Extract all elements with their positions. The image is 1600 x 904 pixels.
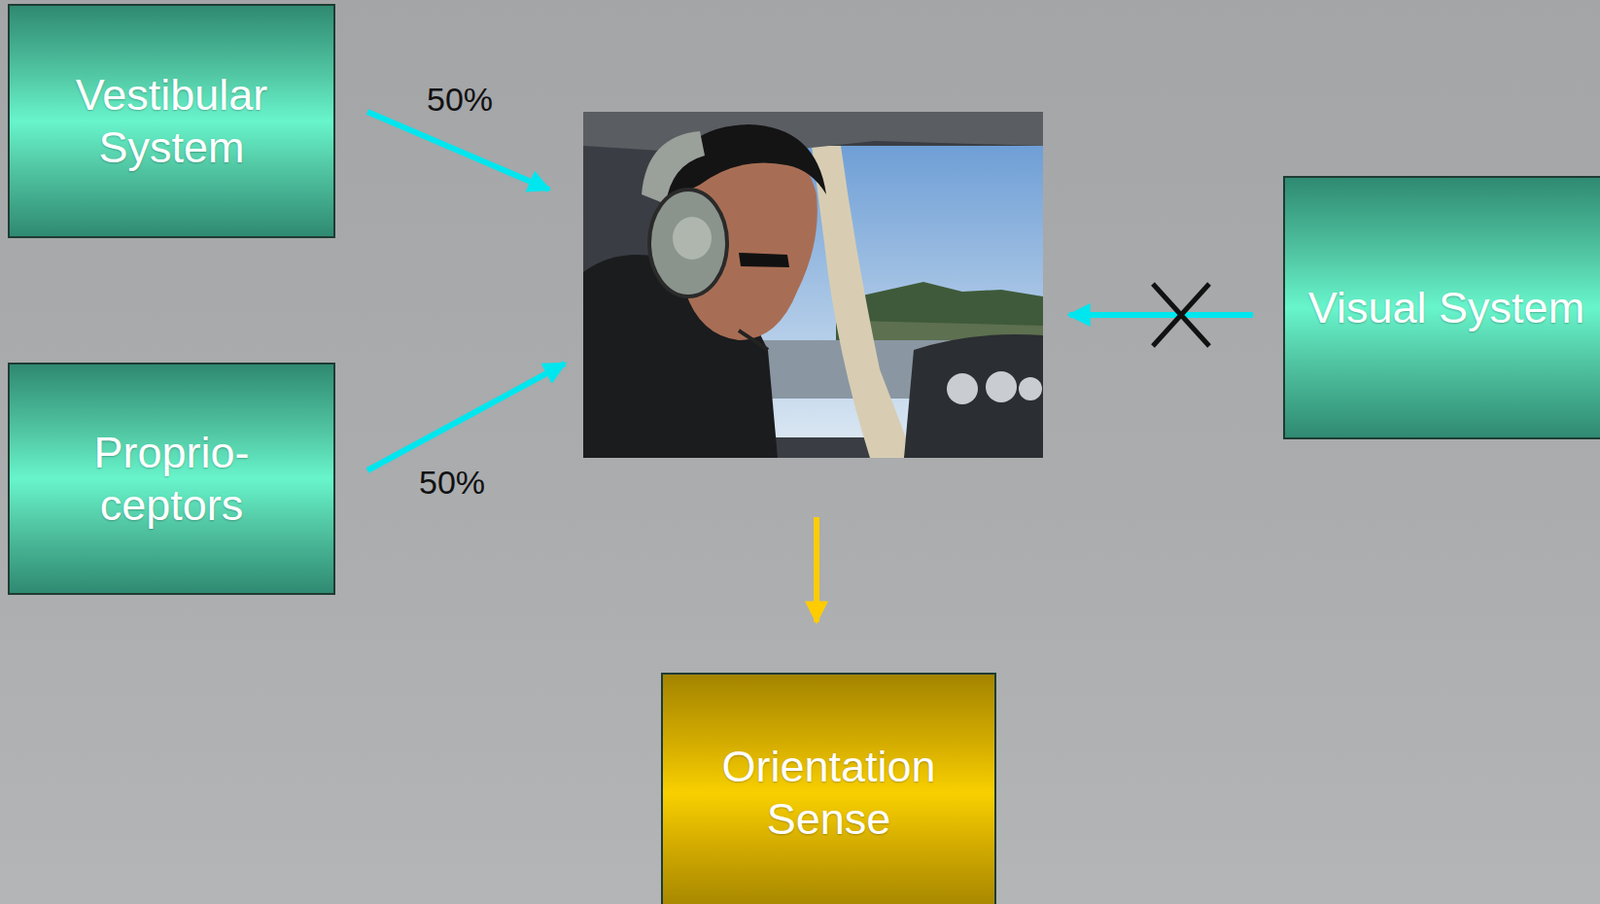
percent-label: 50% (426, 81, 493, 118)
input-arrow (1069, 312, 1253, 318)
pilot-photo (583, 111, 1044, 458)
percent-label: 50% (418, 464, 486, 501)
result-box: Orientation Sense (660, 672, 997, 904)
box-label: Vestibular System (23, 69, 320, 174)
input-box: Proprio- ceptors (7, 362, 336, 595)
output-arrow (813, 517, 820, 623)
blocked-mark (1152, 283, 1210, 347)
input-arrow (367, 111, 550, 190)
box-label: Visual System (1308, 281, 1585, 335)
input-box: Vestibular System (7, 3, 336, 239)
box-label: Orientation Sense (676, 740, 981, 846)
input-box: Visual System (1283, 175, 1600, 440)
box-label: Proprio- ceptors (23, 426, 320, 532)
input-arrow (367, 363, 565, 471)
